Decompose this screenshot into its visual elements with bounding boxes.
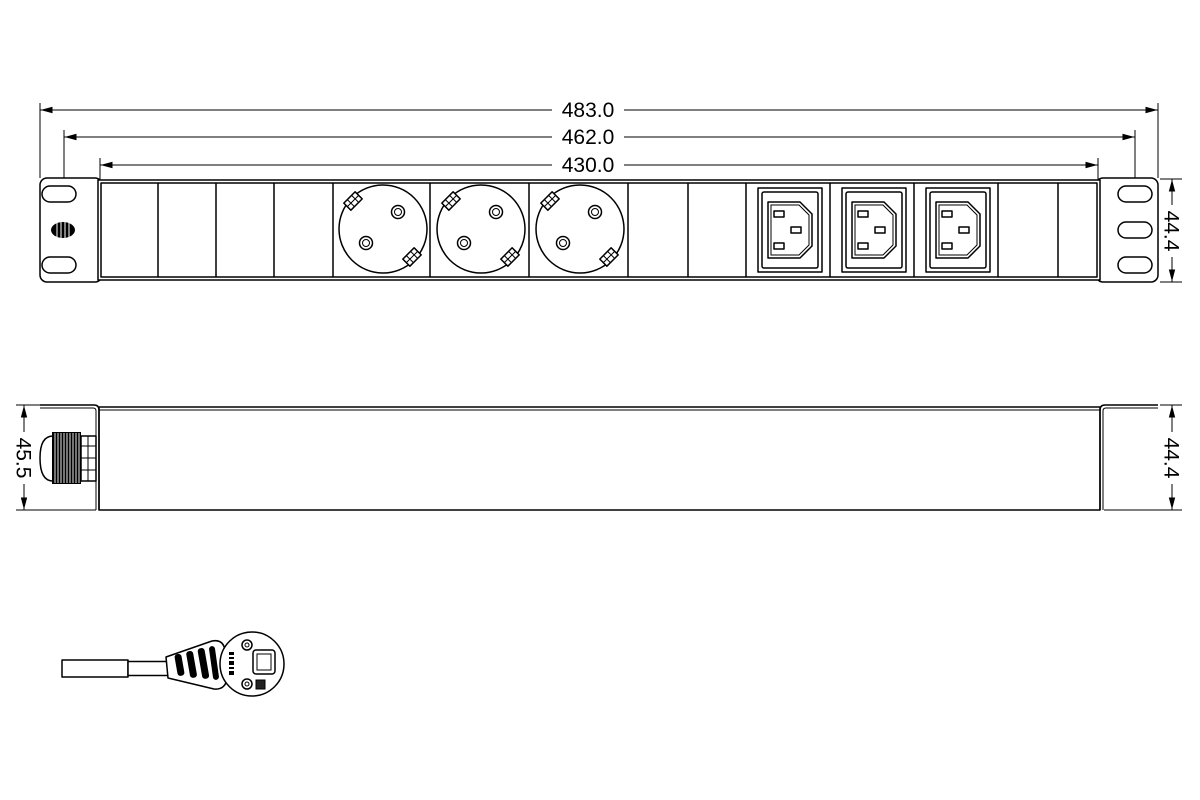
- dim-label-body-length: 430.0: [562, 154, 615, 177]
- module-dividers: [157, 183, 1059, 277]
- dimension-front-height: 44.4: [1160, 178, 1184, 283]
- dim-label-side-overall-height: 45.5: [12, 438, 35, 479]
- extension-lines: [1160, 178, 1182, 283]
- plug-earth-recess-inner: [256, 653, 272, 671]
- dimension-overall-length: 483.0: [39, 97, 1159, 178]
- plug-head: [219, 631, 285, 697]
- strain-relief-ribs: [174, 646, 219, 680]
- right-bracket: [1099, 404, 1158, 510]
- schuko-plug: [61, 631, 285, 697]
- pdu-panel-front: [100, 182, 1098, 278]
- extension-lines: [16, 404, 96, 511]
- knurl-lines: [54, 433, 80, 483]
- label-background: [552, 152, 624, 178]
- schuko-socket-1: [338, 184, 428, 274]
- left-bracket-inner: [40, 407, 97, 510]
- schuko-socket-2: [436, 184, 526, 274]
- rotated-label: 44.4: [1160, 432, 1184, 484]
- dimension-side-overall-height: 45.5: [12, 404, 96, 511]
- extension-lines: [99, 158, 1099, 181]
- mounting-slot: [1117, 185, 1153, 203]
- label-background: [1160, 205, 1184, 257]
- extension-lines: [1104, 404, 1182, 511]
- rotated-label: 45.5: [12, 432, 36, 484]
- plug-pin-bottom-inner: [244, 681, 250, 687]
- switch-knob: [51, 222, 75, 238]
- extension-lines: [63, 130, 1136, 186]
- side-view: [39, 404, 1158, 511]
- dim-label-mounting-pitch: 462.0: [562, 126, 615, 149]
- dimension-side-body-height: 44.4: [1104, 404, 1184, 511]
- plug-pin-bottom: [241, 678, 253, 690]
- iec-c13-socket-2: [841, 187, 907, 273]
- dim-label-side-body-height: 44.4: [1160, 438, 1183, 479]
- pdu-body-side: [98, 406, 1101, 511]
- gland-hex-lines: [81, 436, 96, 481]
- plug-marking: [229, 652, 234, 675]
- front-view: [39, 177, 1159, 283]
- label-background: [12, 432, 36, 484]
- iec-c13-socket-1: [757, 187, 823, 273]
- switch-ridges: [56, 222, 70, 238]
- mounting-slot: [41, 256, 77, 274]
- right-bracket-inner: [1102, 407, 1158, 510]
- power-switch: [51, 222, 75, 238]
- power-cable: [61, 659, 129, 678]
- dim-label-overall-length: 483.0: [562, 99, 615, 122]
- rotated-label: 44.4: [1160, 205, 1184, 257]
- dimension-body-length: 430.0: [99, 152, 1099, 181]
- label-background: [552, 124, 624, 150]
- label-background: [552, 97, 624, 123]
- plug-strain-relief: [165, 639, 228, 690]
- mounting-slot: [1117, 256, 1153, 274]
- cable-sleeve: [127, 660, 169, 677]
- plug-certification-mark: [255, 679, 266, 690]
- extension-lines: [39, 103, 1159, 178]
- gland-cap: [39, 435, 54, 482]
- plug-pin-top: [241, 639, 253, 651]
- iec-c13-socket-3: [925, 187, 991, 273]
- gland-knurled-nut: [52, 432, 81, 484]
- plug-earth-recess: [252, 649, 276, 675]
- dimension-mounting-pitch: 462.0: [63, 124, 1136, 186]
- mounting-slot: [1117, 221, 1153, 239]
- schuko-socket-3: [535, 184, 625, 274]
- plug-pin-top-inner: [244, 642, 250, 648]
- dim-label-front-height: 44.4: [1160, 211, 1183, 252]
- cable-gland: [39, 432, 97, 484]
- label-background: [1160, 432, 1184, 484]
- mounting-slot: [41, 185, 77, 203]
- right-mounting-ear: [1095, 177, 1159, 283]
- left-bracket: [40, 404, 100, 510]
